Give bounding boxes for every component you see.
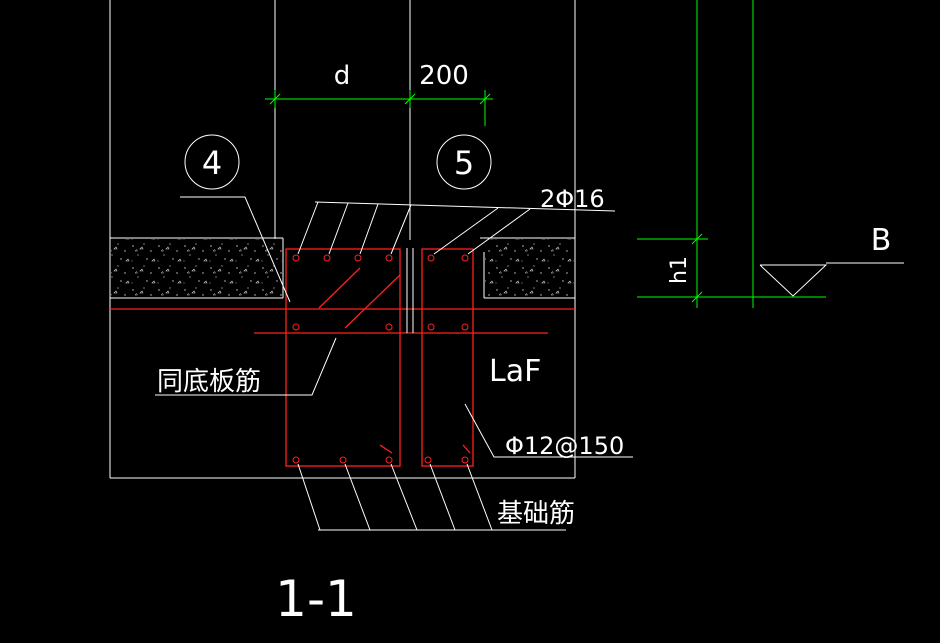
rebar-dot [385,456,393,464]
stirrup-leader [464,403,633,458]
dim-200-label: 200 [419,61,469,91]
rebar-dot [292,254,300,262]
foundation-rebar-label: 基础筋 [497,499,575,529]
axis-4-leader [180,196,291,303]
stirrup-left [285,248,401,467]
rebar-dot [339,456,347,464]
rebar-dot [461,254,469,262]
top-rebar-leader-1 [297,201,319,255]
elevation-label: B [871,223,892,258]
top-rebar-leader-6 [467,208,531,255]
rebar-dot [292,323,300,331]
rebar-center-gap [406,248,414,333]
h1-tick-bottom [691,291,703,303]
slab-hatch-left [111,239,282,297]
diagonal-bar-2 [344,274,401,329]
foundation-leader-1 [297,463,321,531]
rebar-dot [424,456,432,464]
rebar-dot [385,254,393,262]
axis-4-bubble [184,134,240,190]
rebar-dots [292,254,469,464]
stirrup-label: Φ12@150 [505,432,624,460]
top-rebar-label: 2Φ16 [540,185,605,213]
axis-5-label: 5 [454,144,474,182]
dimension-lines [265,0,826,308]
leader-lines [155,196,633,531]
bottom-slab-rebar-label: 同底板筋 [157,367,261,397]
rebar-group [110,248,575,467]
dim-d-label: d [334,61,351,91]
axis-5-bubble [436,134,492,190]
section-title: 1-1 [275,570,357,628]
stirrup-hook-1 [379,444,393,454]
rebar-dot [385,323,393,331]
rebar-dot [427,254,435,262]
foundation-leader-3 [390,463,418,531]
top-rebar-leader-4 [390,204,412,255]
top-dim-tick-left [269,93,281,105]
rebar-dot [323,254,331,262]
h1-tick-top [691,233,703,245]
rebar-dot [461,456,469,464]
top-dim-tick-mid [404,93,416,105]
rebar-dot [461,323,469,331]
top-rebar-leader-line [314,201,616,212]
dim-h1-label: h1 [667,256,692,284]
foundation-leader-2 [344,463,371,531]
structure-outline [109,0,576,479]
axis-4-label: 4 [202,144,222,182]
anchorage-label: LaF [489,354,541,389]
elevation-mark [759,262,904,297]
rebar-dot [292,456,300,464]
slab-hatch-right [485,239,574,297]
top-rebar-leader-2 [328,202,349,255]
top-rebar-leader-3 [359,203,379,255]
rebar-dot [354,254,362,262]
foundation-leader-5 [466,463,493,531]
top-rebar-leader-5 [433,207,499,255]
diagonal-bar-1 [318,267,361,309]
top-dim-tick-right [479,93,491,105]
foundation-leader-4 [429,463,456,531]
stirrup-right [421,248,474,467]
bottom-slab-leader [155,337,337,396]
rebar-dot [427,323,435,331]
elevation-triangle [759,264,828,297]
stirrup-hook-2 [462,444,471,454]
